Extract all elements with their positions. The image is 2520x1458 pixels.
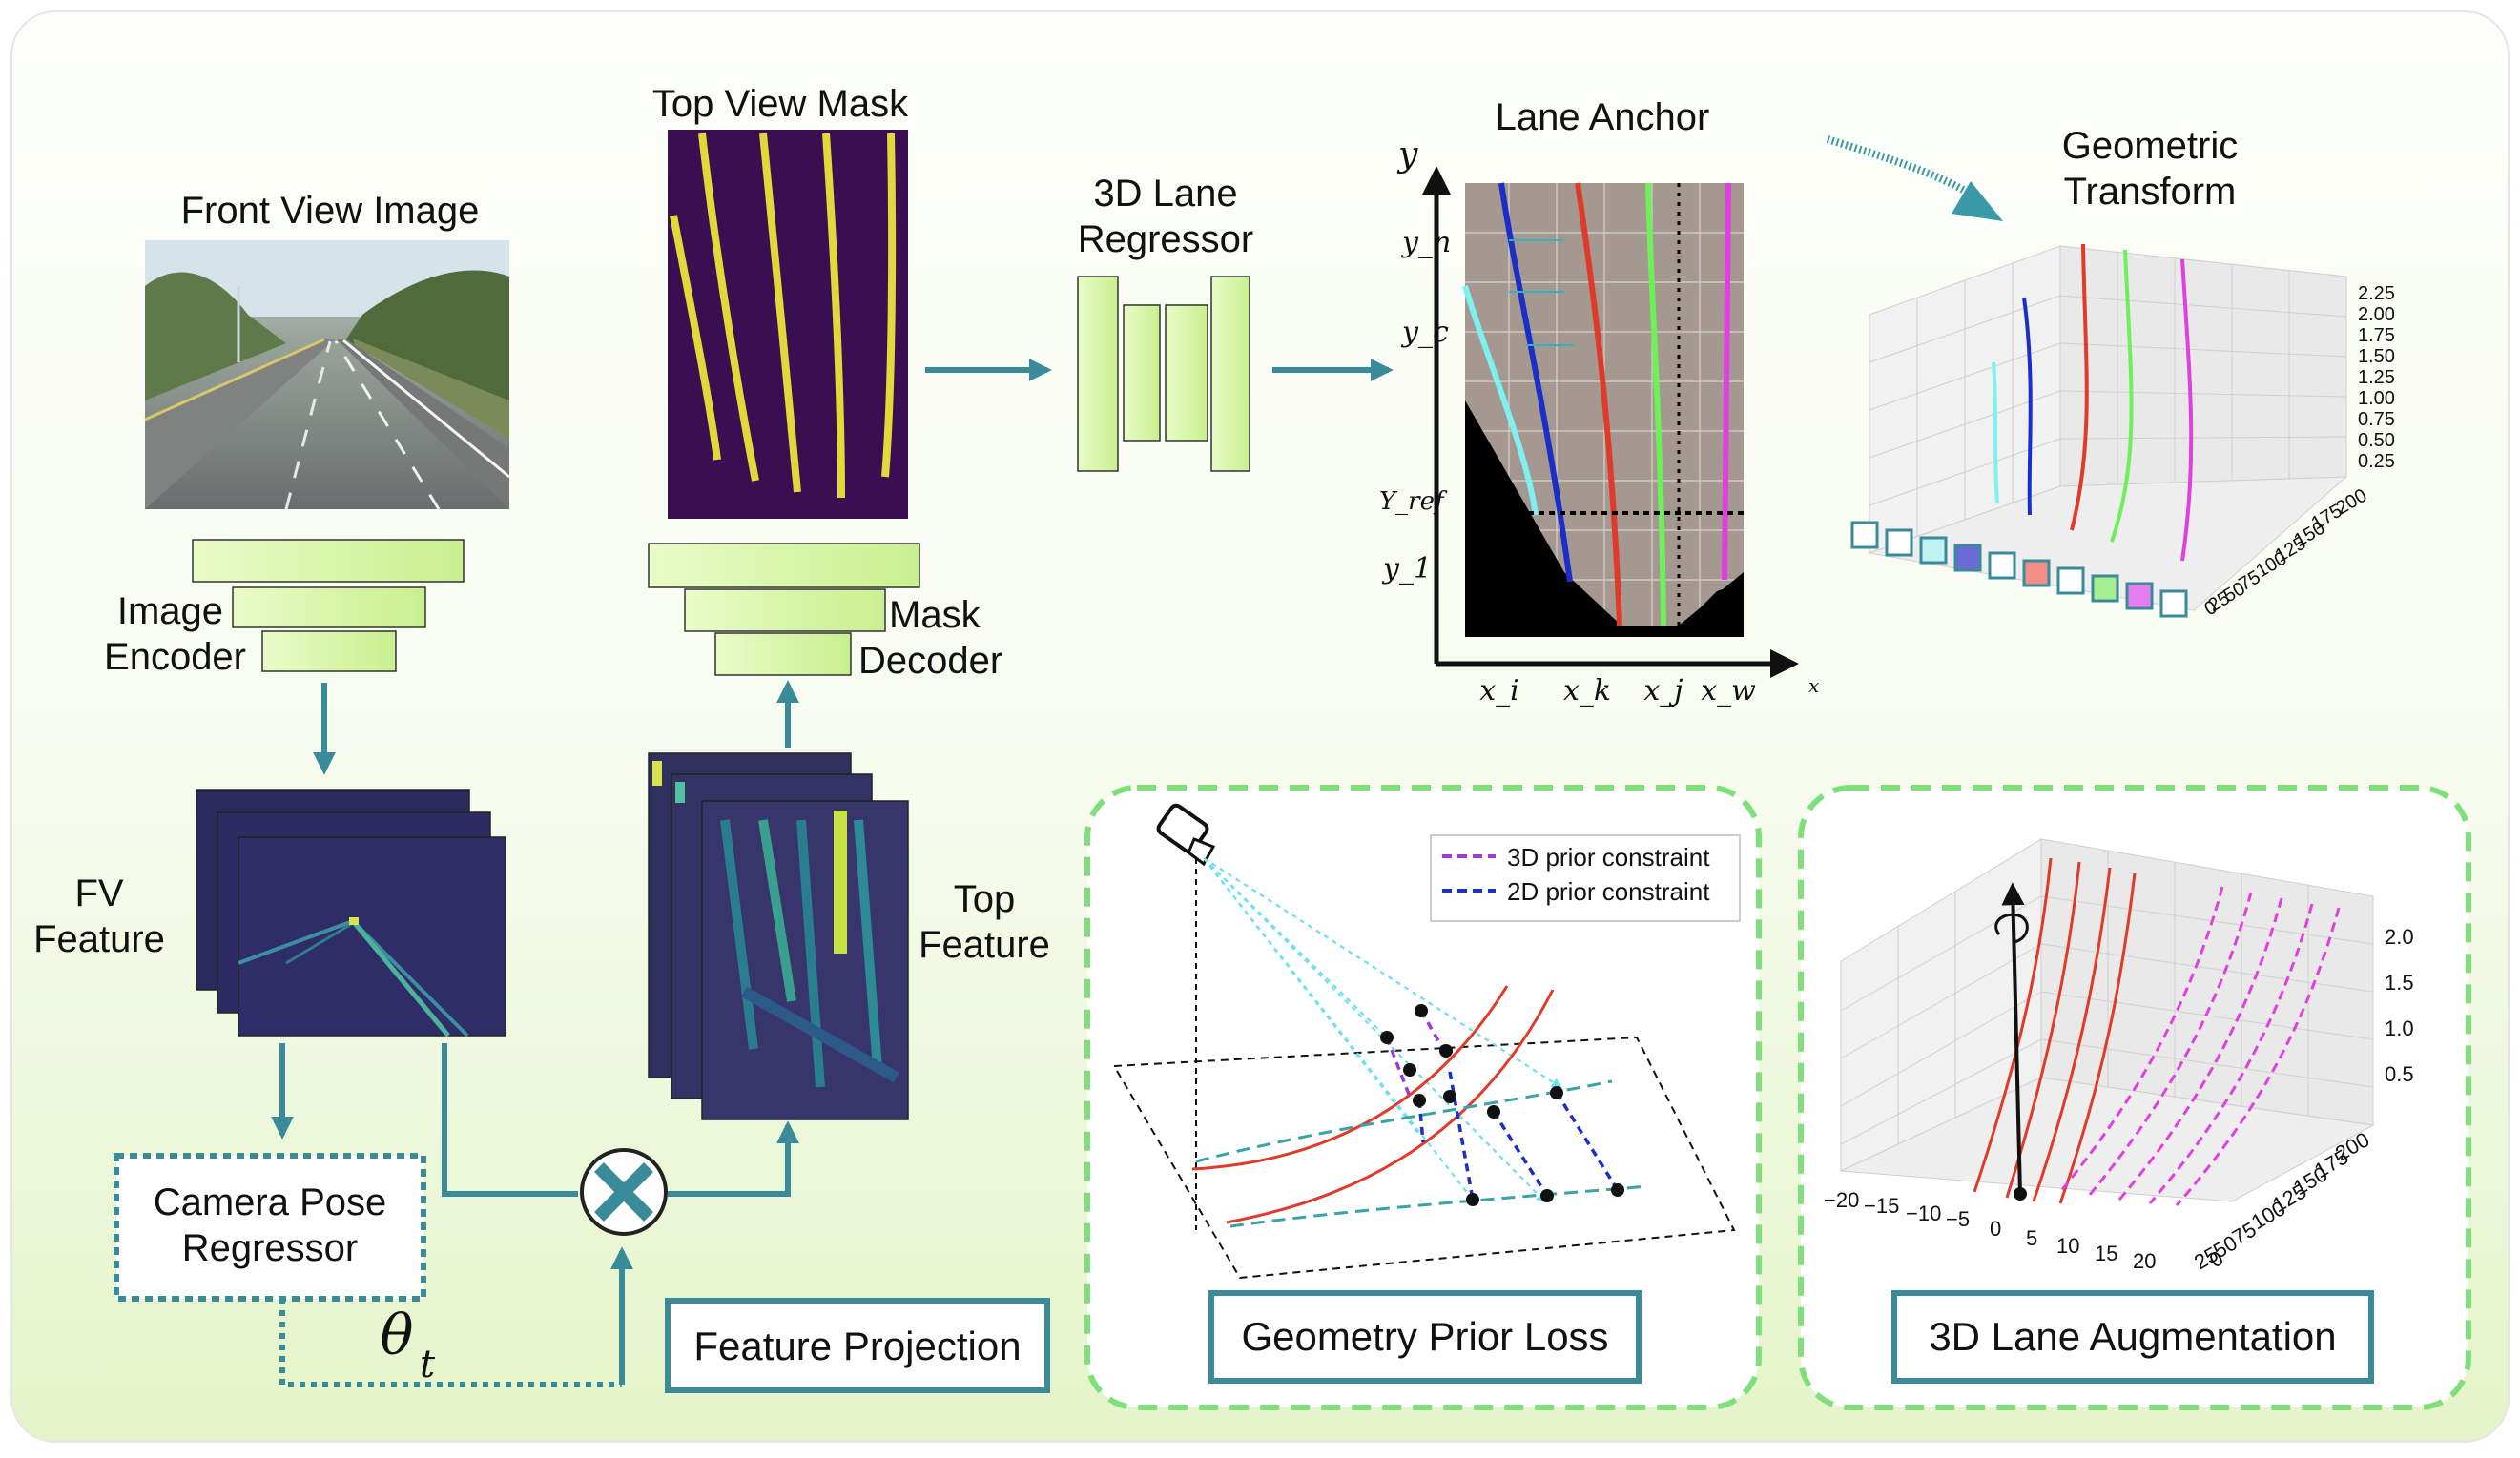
- road-yellow-line: [144, 338, 325, 421]
- anchor-tick-xk: x_k: [1563, 674, 1611, 708]
- lane-anchor-title: Lane Anchor: [1496, 96, 1710, 138]
- anchor-tick-yc: y_c: [1400, 316, 1449, 349]
- ground-lane-2: [1229, 1184, 1649, 1228]
- svg-text:1.00: 1.00: [2358, 388, 2395, 409]
- lane-regressor-label-2: Regressor: [1078, 218, 1254, 260]
- legend-3d-prior: 3D prior constraint: [1507, 843, 1710, 872]
- svg-text:5: 5: [2026, 1226, 2037, 1250]
- front-view-title: Front View Image: [181, 190, 480, 232]
- legend-2d-prior: 2D prior constraint: [1507, 877, 1710, 906]
- camera-pose-regressor-box: [114, 1153, 426, 1302]
- feature-projection-box: [665, 1298, 1050, 1393]
- svg-text:0.75: 0.75: [2358, 409, 2395, 430]
- top-view-mask-title: Top View Mask: [652, 83, 909, 125]
- anchor-tick-y1: y_1: [1381, 552, 1432, 585]
- anchor-squares-row: [1850, 521, 2188, 618]
- fv-feature-label-2: Feature: [33, 918, 165, 960]
- svg-text:−10: −10: [1906, 1201, 1941, 1225]
- theta-subscript: t: [420, 1343, 436, 1386]
- anchor-tick-xi: x_i: [1479, 674, 1519, 708]
- fv-feature-label-1: FV: [74, 873, 123, 914]
- ground-lane-1: [1195, 1079, 1613, 1163]
- prior-3d-constraints: [1385, 1010, 1446, 1098]
- top-feature-label-1: Top: [954, 878, 1016, 920]
- anchor-x-axis-label: x: [1808, 674, 1819, 697]
- feature-projection-label: Feature Projection: [693, 1324, 1021, 1368]
- mask-decoder: [648, 543, 920, 676]
- image-encoder: [192, 539, 465, 672]
- gt-z-ticks: 2.25 2.00 1.75 1.50 1.25 1.00 0.75 0.50 …: [2358, 283, 2395, 472]
- anchor-tick-xj: x_j: [1643, 674, 1683, 708]
- mask-decoder-label-1: Mask: [889, 594, 981, 636]
- camera-rays: [1203, 857, 1562, 1203]
- lane-augmentation-box: [1891, 1290, 2374, 1384]
- anchor-tick-yref: Y_ref: [1379, 487, 1448, 516]
- svg-text:0.25: 0.25: [2358, 451, 2395, 472]
- camera-pose-label-2: Regressor: [182, 1227, 359, 1269]
- geometry-prior-loss-label: Geometry Prior Loss: [1241, 1314, 1608, 1359]
- svg-text:1.75: 1.75: [2358, 325, 2395, 346]
- camera-icon: [1156, 803, 1216, 867]
- lane-curve-2: [1226, 989, 1555, 1224]
- image-encoder-label-1: Image: [117, 590, 223, 632]
- camera-pose-label-1: Camera Pose: [154, 1181, 387, 1223]
- aug-x-ticks: −20 −15 −10 −5 0 5 10 15 20: [1824, 1188, 2156, 1273]
- svg-text:1.50: 1.50: [2358, 346, 2395, 367]
- lane-anchor-plot: [1462, 182, 1744, 637]
- theta-path: [279, 1299, 622, 1387]
- svg-text:−20: −20: [1824, 1188, 1859, 1212]
- fv-to-multiply-path: [442, 1043, 578, 1197]
- anchor-tick-yn: y_n: [1400, 226, 1451, 259]
- svg-text:2.00: 2.00: [2358, 304, 2395, 325]
- anchor-tick-xw: x_w: [1701, 674, 1756, 708]
- lane-augmentation-label: 3D Lane Augmentation: [1929, 1314, 2336, 1359]
- svg-text:10: 10: [2056, 1234, 2079, 1258]
- road-dashed-line: [284, 340, 332, 510]
- svg-text:20: 20: [2133, 1249, 2156, 1273]
- top-view-mask-image: [668, 130, 908, 519]
- svg-text:15: 15: [2095, 1242, 2117, 1265]
- lane-regressor-block: [1077, 276, 1250, 472]
- svg-text:1.5: 1.5: [2385, 971, 2414, 995]
- intersection-points: [1380, 1004, 1624, 1206]
- prior-legend: 3D prior constraint 2D prior constraint: [1430, 834, 1741, 922]
- top-feature-stack: [648, 752, 909, 1120]
- lane-curve-1: [1191, 985, 1509, 1171]
- svg-text:1.25: 1.25: [2358, 367, 2395, 388]
- theta-symbol: θ: [381, 1303, 414, 1367]
- svg-text:0: 0: [1990, 1217, 2001, 1241]
- image-encoder-label-2: Encoder: [104, 636, 246, 678]
- svg-text:−5: −5: [1946, 1207, 1970, 1231]
- gt-3d-plot: [1868, 243, 2348, 611]
- geometric-transform-label-2: Transform: [2064, 171, 2237, 213]
- arrow-multiply-to-top-feature: [668, 1120, 799, 1197]
- mask-decoder-label-2: Decoder: [858, 640, 1002, 682]
- svg-text:−15: −15: [1864, 1194, 1899, 1218]
- svg-text:2.0: 2.0: [2385, 925, 2414, 949]
- svg-text:0.50: 0.50: [2358, 430, 2395, 451]
- multiply-node: [580, 1148, 668, 1236]
- aug-z-ticks: 2.0 1.5 1.0 0.5: [2385, 925, 2414, 1086]
- svg-text:0.5: 0.5: [2385, 1062, 2414, 1086]
- prior-2d-constraints: [1417, 1071, 1620, 1201]
- front-view-image: [144, 240, 510, 510]
- svg-text:1.0: 1.0: [2385, 1016, 2414, 1040]
- svg-text:2.25: 2.25: [2358, 283, 2395, 304]
- aug-3d-plot: [1839, 838, 2375, 1206]
- geometry-prior-loss-box: [1208, 1290, 1642, 1384]
- lane-regressor-label-1: 3D Lane: [1093, 173, 1237, 215]
- geometric-transform-label-1: Geometric: [2062, 125, 2239, 167]
- fv-feature-stack: [196, 789, 506, 1037]
- top-feature-label-2: Feature: [919, 924, 1050, 966]
- anchor-y-axis-label: y: [1396, 135, 1418, 175]
